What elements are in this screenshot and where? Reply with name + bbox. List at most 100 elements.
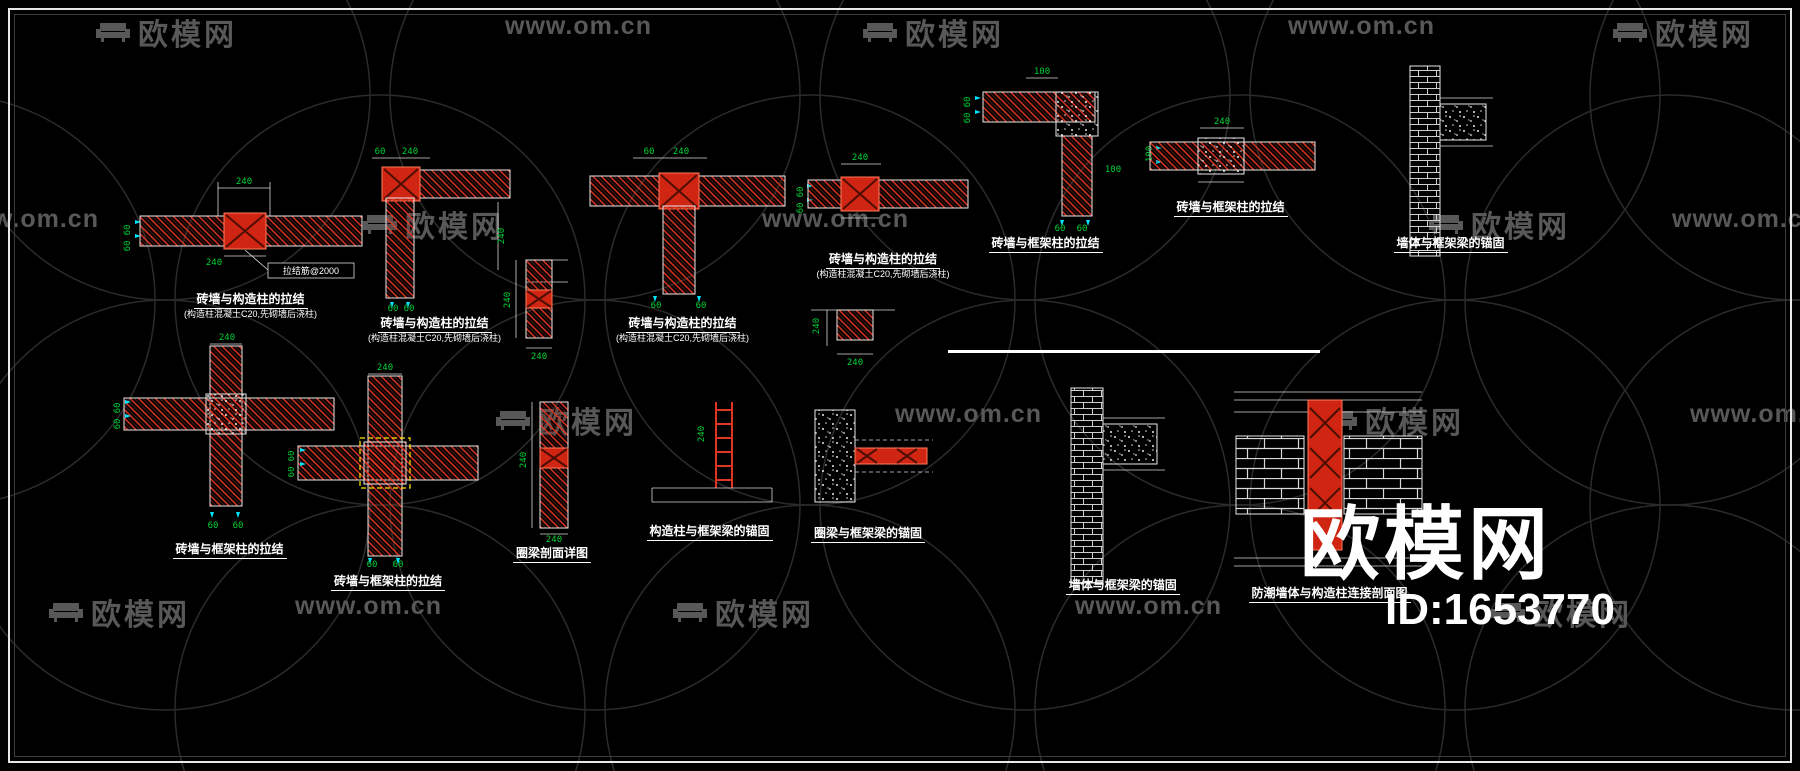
drawing-corner-section-small: 240 240 (811, 309, 895, 368)
drawing-wall-frame-column-tie-3: 240 60 60 60 60 (113, 333, 335, 531)
detail-wall-column-tie-2: 60 240 240 60 60 砖墙与构造柱的拉结 (构造柱混凝土C20,先砌… (352, 140, 517, 355)
detail-title: 砖墙与构造柱的拉结 (625, 314, 740, 333)
watermark-url-text: www.om.cn (1075, 592, 1222, 620)
watermark-url-text: www.om.cn (295, 592, 442, 620)
detail-column-frame-beam-anchor: 240 构造柱与框架梁的锚固 (632, 392, 787, 547)
watermark-url: www.om.cn (295, 592, 442, 621)
dim-label: 60 (796, 187, 806, 198)
dim-label: 60 (796, 203, 806, 214)
dim-label: 60 (404, 304, 415, 312)
watermark-brand: 欧模网 (1612, 10, 1754, 54)
dim-label: 60 (963, 97, 973, 108)
dim-label: 60 (113, 403, 123, 414)
dim-label: 60 (963, 113, 973, 124)
dim-label: 60 (367, 560, 378, 568)
detail-dampproof-wall-column-section: 防潮墙体与构造柱连接剖面图 (1222, 378, 1437, 613)
dim-label: 60 (644, 147, 655, 157)
dim-label: 240 (546, 535, 562, 542)
dim-label: 60 (696, 301, 707, 310)
detail-subtitle: (构造柱混凝土C20,先砌墙后浇柱) (816, 269, 950, 279)
watermark-brand: 欧模网 (95, 10, 237, 54)
detail-wall-frame-column-tie-1: 100 60 60 100 60 60 砖墙与框架柱的拉结 (948, 62, 1143, 257)
dim-label: 240 (812, 318, 822, 334)
sofa-icon (49, 603, 83, 622)
watermark-brand-text: 欧模网 (405, 211, 504, 244)
detail-title: 圈梁剖面详图 (512, 544, 592, 563)
dim-label: 60 (651, 301, 662, 310)
sofa-icon (863, 23, 897, 42)
detail-title: 墙体与框架梁的锚固 (1393, 234, 1508, 253)
detail-wall-section-small: 240 240 (498, 248, 573, 363)
drawing-wall-section-small: 240 240 (503, 259, 568, 362)
watermark-brand-text: 欧模网 (715, 599, 814, 632)
detail-title: 砖墙与框架柱的拉结 (330, 572, 446, 591)
sofa-icon (673, 603, 707, 622)
watermark-url: www.om.cn (1075, 592, 1222, 621)
watermark-url: www.om.cn (505, 12, 652, 41)
dim-label: 60 (288, 467, 297, 478)
drawing-wall-frame-beam-anchor-1 (1409, 65, 1493, 257)
detail-subtitle: (构造柱混凝土C20,先砌墙后浇柱) (183, 309, 318, 319)
watermark-url: www.om.cn (762, 205, 909, 234)
watermark-brand-text: 欧模网 (1533, 599, 1632, 632)
sofa-icon (1491, 603, 1525, 622)
dim-label: 60 (388, 304, 399, 312)
drawing-wall-frame-column-tie-2: 100 240 (1145, 117, 1316, 183)
detail-title: 砖墙与框架柱的拉结 (988, 234, 1103, 253)
watermark-brand-text: 欧模网 (1365, 407, 1464, 440)
detail-wall-frame-column-tie-2: 100 240 砖墙与框架柱的拉结 (1138, 112, 1323, 222)
drawing-dampproof-wall-column-section (1234, 391, 1423, 567)
watermark-url: www.om.cn (1672, 205, 1800, 234)
watermark-url-text: www.om.cn (505, 12, 652, 40)
dim-label: 240 (852, 153, 868, 163)
sofa-icon (1613, 23, 1647, 42)
dim-label: 240 (531, 352, 547, 362)
dim-label: 240 (402, 147, 418, 157)
drawing-wall-column-tie-3: 60 240 60 60 (589, 147, 786, 311)
dim-label: 60 (233, 521, 244, 531)
detail-title: 砖墙与框架柱的拉结 (1173, 198, 1288, 217)
detail-subtitle: (构造柱混凝土C20,先砌墙后浇柱) (615, 333, 750, 343)
detail-title: 砖墙与构造柱的拉结 (193, 290, 308, 309)
dim-label: 60 (288, 451, 297, 462)
dim-label: 60 (393, 560, 404, 568)
separator-line (948, 350, 1320, 353)
watermark-url-text: www.om.cn (762, 205, 909, 233)
watermark-url: www.om.cn (1690, 400, 1800, 429)
drawing-ring-beam-section: 240 240 (519, 401, 569, 545)
watermark-url-text: www.om.cn (1672, 205, 1800, 233)
detail-title: 防潮墙体与构造柱连接剖面图 (1248, 584, 1411, 603)
detail-wall-column-tie-4: 240 60 60 砖墙与构造柱的拉结 (构造柱混凝土C20,先砌墙后浇柱) (793, 148, 973, 288)
watermark-brand-text: 欧模网 (138, 19, 237, 52)
sofa-icon (496, 411, 530, 430)
dim-label: 240 (206, 258, 222, 268)
watermark-url: www.om.cn (1288, 12, 1435, 41)
detail-title: 圈梁与框架梁的锚固 (810, 524, 926, 543)
dim-label: 100 (1105, 165, 1121, 175)
drawing-column-frame-beam-anchor: 240 (651, 402, 773, 503)
watermark-url-text: www.om.cn (1288, 12, 1435, 40)
watermark-brand-text: 欧模网 (905, 19, 1004, 52)
model-id-text: ID:1653770 (1385, 585, 1615, 634)
watermark-url-text: www.om.cn (1690, 400, 1800, 428)
dim-label: 240 (377, 363, 393, 373)
detail-title: 砖墙与框架柱的拉结 (172, 540, 287, 559)
watermark-brand: 欧模网 (1490, 590, 1632, 634)
detail-wall-column-tie-1: 240 60 60 240 拉结筋@2000 砖墙与构造柱的拉结 (构造柱混凝土… (118, 168, 383, 328)
drawing-wall-frame-column-tie-4: 240 60 60 60 60 (287, 363, 479, 570)
dim-label: 240 (519, 452, 529, 468)
dim-label: 60 (1055, 224, 1066, 232)
dim-label: 60 (123, 225, 133, 236)
watermark-brand: 欧模网 (862, 10, 1004, 54)
detail-subtitle: (构造柱混凝土C20,先砌墙后浇柱) (367, 333, 502, 343)
watermark-url-text: www.om.cn (0, 205, 99, 233)
sofa-icon (96, 23, 130, 42)
watermark-brand-text: 欧模网 (91, 599, 190, 632)
drawing-wall-column-tie-4: 240 60 60 (796, 153, 969, 219)
detail-title: 构造柱与框架梁的锚固 (646, 522, 773, 541)
watermark-url: www.om.cn (895, 400, 1042, 429)
watermark-url-text: www.om.cn (895, 400, 1042, 428)
drawing-wall-frame-column-tie-1: 100 60 60 100 60 60 (963, 67, 1121, 234)
dim-label: 60 (208, 521, 219, 531)
